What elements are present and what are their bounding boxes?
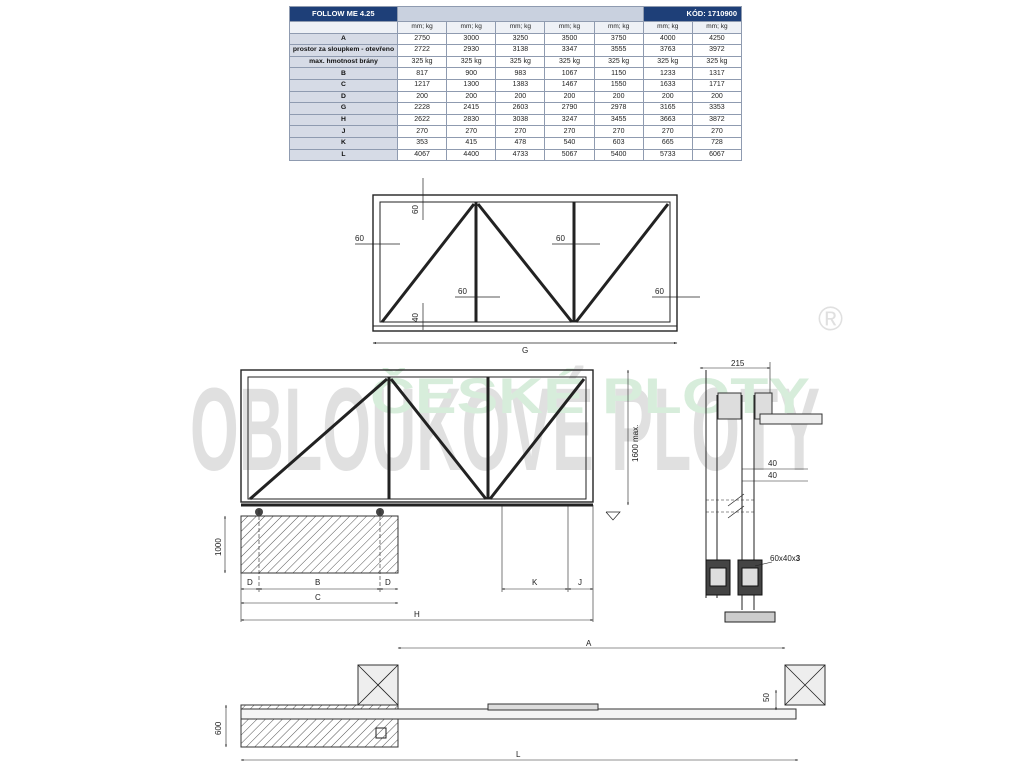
label-top: 60 [411, 205, 420, 214]
profile-bold: 3 [796, 554, 801, 563]
table-title-row: FOLLOW ME 4.25 KÓD: 1710900 [289, 6, 743, 22]
table-cell: 3763 [642, 44, 693, 57]
side-roller-top-left [717, 392, 742, 420]
label-d1: D [247, 578, 253, 587]
title-spacer [397, 6, 644, 22]
table-cell: 3972 [691, 44, 743, 57]
break-mark [727, 493, 745, 507]
table-cell: 270 [544, 125, 595, 138]
label-side-width: 215 [731, 359, 745, 368]
label-mid-left: 60 [458, 287, 467, 296]
plan-view: A L 600 50 [214, 639, 826, 761]
side-view: 215 40 40 60x40x3 [699, 359, 823, 623]
label-h: H [414, 610, 420, 619]
label-c: C [315, 593, 321, 602]
break-mark [727, 505, 745, 519]
label-a: A [586, 639, 592, 648]
label-foundation: 1000 [214, 538, 223, 556]
label-profile: 60x40x3 [770, 554, 801, 563]
row-label: L [289, 148, 398, 162]
label-b: B [315, 578, 320, 587]
label-height: 1600 max. [631, 425, 640, 462]
unit-header: mm; kg [396, 21, 448, 34]
side-base-plate [724, 611, 776, 623]
label-width-g: G [522, 346, 528, 355]
side-roller-hub [709, 567, 727, 587]
unit-header: mm; kg [642, 21, 693, 34]
row-label: prostor za sloupkem - otevřeno [289, 44, 398, 57]
spec-table: FOLLOW ME 4.25 KÓD: 1710900 mm; kg mm; k… [289, 6, 743, 162]
gate-brace-3 [488, 378, 586, 500]
label-j: J [578, 578, 582, 587]
table-cell: 415 [446, 136, 497, 150]
units-corner [289, 21, 398, 34]
side-bracket [759, 413, 823, 425]
foundation-block [240, 515, 399, 574]
label-l: L [516, 750, 521, 759]
table-cell: 5400 [593, 148, 644, 162]
frame-brace-3 [574, 203, 670, 323]
units-row: mm; kg mm; kg mm; kg mm; kg mm; kg mm; k… [289, 21, 743, 34]
side-roller-hub [741, 567, 759, 587]
label-depth: 600 [214, 721, 223, 735]
table-cell: 3000 [446, 32, 497, 46]
table-cell: 6067 [691, 148, 743, 162]
gate-inner [247, 376, 587, 500]
label-d2: D [385, 578, 391, 587]
label-bottom: 40 [411, 313, 420, 322]
table-cell: 270 [691, 125, 743, 138]
watermark-reg: ® [818, 300, 843, 338]
profile-main: 60x40x [770, 554, 796, 563]
frame-brace-1 [380, 203, 476, 323]
plan-anchor [375, 727, 387, 739]
gate-outer [240, 369, 594, 503]
plan-guide [487, 703, 599, 711]
table-cell: 3500 [544, 32, 595, 46]
unit-header: mm; kg [691, 21, 743, 34]
table-cell: 4250 [691, 32, 743, 46]
frame-view: 60 60 40 60 60 60 G [355, 178, 700, 355]
label-left: 60 [355, 234, 364, 243]
table-cell: 5067 [544, 148, 595, 162]
table-cell: 3138 [495, 44, 546, 57]
label-side-40-2: 40 [768, 471, 777, 480]
table-cell: 4400 [446, 148, 497, 162]
frame-inner [379, 201, 671, 323]
table-cell: 270 [495, 125, 546, 138]
gate-brace-1 [249, 377, 388, 501]
level-mark [605, 511, 621, 521]
unit-header: mm; kg [446, 21, 497, 34]
leader-line [754, 561, 773, 567]
label-k: K [532, 578, 538, 587]
table-cell: 5733 [642, 148, 693, 162]
label-side-40-1: 40 [768, 459, 777, 468]
watermark-sub: ČESKÉ PLOTY [370, 367, 810, 424]
label-right: 60 [655, 287, 664, 296]
table-cell: 728 [691, 136, 743, 150]
spec-table-body: FOLLOW ME 4.25 KÓD: 1710900 mm; kg mm; k… [289, 6, 743, 162]
elevation-view: D B D C H K J 1000 1600 max. [214, 369, 640, 622]
unit-header: mm; kg [544, 21, 595, 34]
post-cross [357, 664, 399, 706]
label-gap: 50 [762, 693, 771, 702]
table-cell: 270 [593, 125, 644, 138]
frame-outer [372, 194, 678, 332]
product-code: KÓD: 1710900 [642, 6, 743, 22]
gate-brace-2 [389, 378, 488, 500]
watermark-brand: OBLOUKOVÉ PLOTY [190, 364, 820, 496]
frame-brace-2 [476, 203, 574, 323]
table-cell: 540 [544, 136, 595, 150]
label-mid-right: 60 [556, 234, 565, 243]
post-cross [784, 664, 826, 706]
model-name: FOLLOW ME 4.25 [289, 6, 398, 22]
table-cell: 270 [396, 125, 448, 138]
